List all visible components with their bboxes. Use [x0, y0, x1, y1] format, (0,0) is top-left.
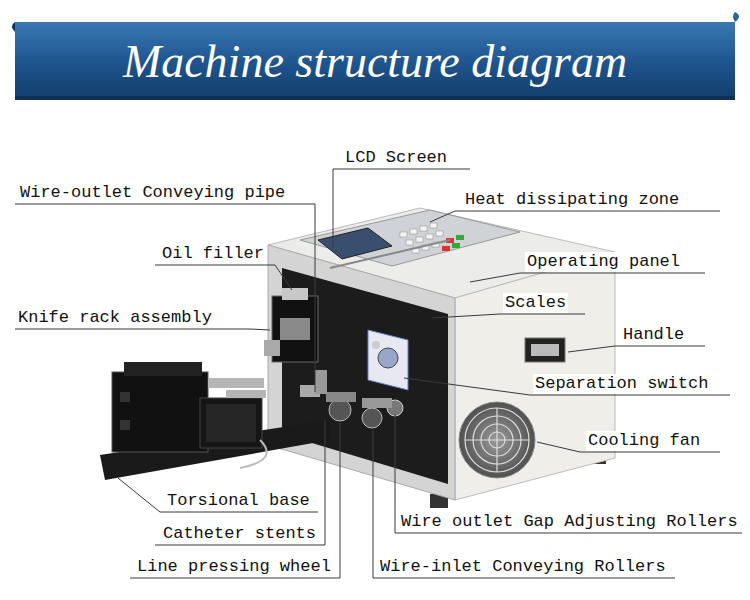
part-label: Heat dissipating zone — [463, 190, 681, 210]
part-label: Torsional base — [165, 491, 312, 511]
part-label: Separation switch — [533, 374, 710, 394]
part-label: Cooling fan — [586, 431, 702, 451]
part-label: LCD Screen — [343, 148, 449, 168]
part-label: Wire-outlet Conveying pipe — [18, 183, 287, 203]
part-label: Scales — [503, 293, 568, 313]
leader-lines — [15, 169, 742, 578]
part-label: Oil filler — [160, 244, 266, 264]
part-label: Operating panel — [525, 252, 682, 272]
part-label: Knife rack assembly — [16, 308, 214, 328]
diagram-title: Machine structure diagram — [15, 22, 735, 100]
part-label: Line pressing wheel — [135, 557, 333, 577]
part-label: Catheter stents — [161, 524, 318, 544]
title-banner — [12, 12, 739, 100]
part-label: Wire-inlet Conveying Rollers — [378, 557, 668, 577]
part-label: Handle — [621, 325, 686, 345]
feed-attachment — [100, 362, 330, 480]
part-label: Wire outlet Gap Adjusting Rollers — [399, 512, 740, 532]
